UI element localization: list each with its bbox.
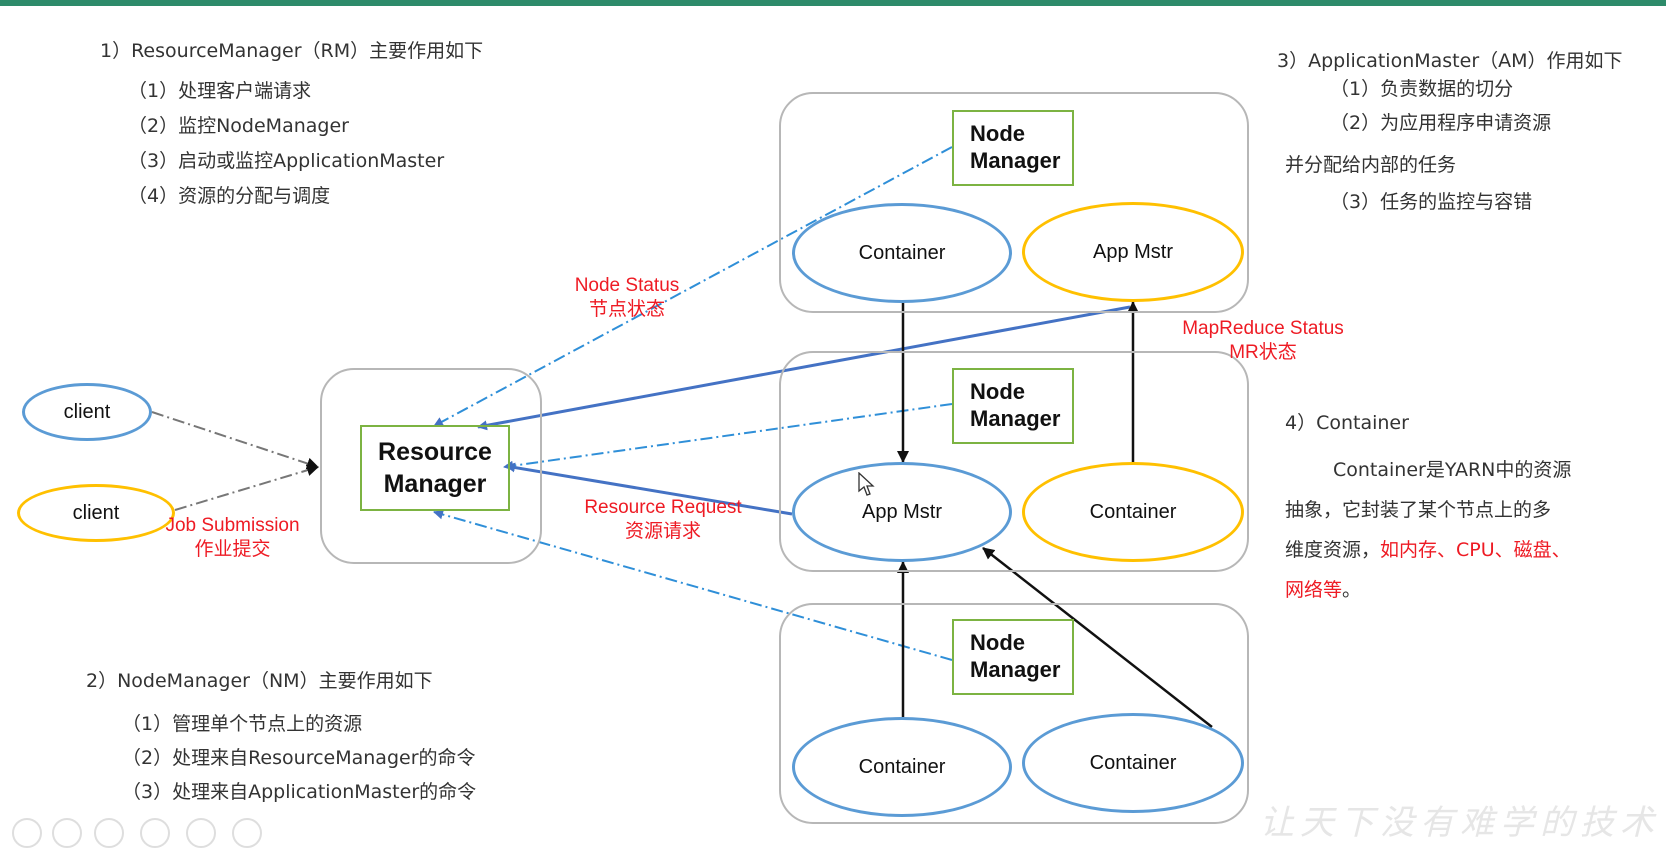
container-bottom-right: Container [1022, 713, 1244, 813]
rm-item-2: （2）监控NodeManager [128, 115, 349, 137]
container-top-left: Container [792, 203, 1012, 303]
am-item-2-cont: 并分配给内部的任务 [1285, 154, 1457, 176]
client1-to-rm-arrow [151, 411, 319, 470]
am-item-2: （2）为应用程序申请资源 [1330, 112, 1552, 134]
resource-request-arrow [505, 462, 793, 516]
toolbar-circle-6 [232, 818, 262, 848]
resource-manager-box: Resource Manager [360, 425, 510, 511]
container-bottom-left: Container [792, 717, 1012, 817]
resource-manager-group [320, 368, 542, 564]
toolbar-circle-1 [12, 818, 42, 848]
container-line-3: 维度资源，如内存、CPU、磁盘、 [1285, 535, 1571, 562]
node-status-label: Node Status 节点状态 [552, 274, 702, 322]
node-manager-middle: Node Manager [952, 368, 1074, 444]
nm-item-3: （3）处理来自ApplicationMaster的命令 [122, 781, 477, 803]
nm-item-2: （2）处理来自ResourceManager的命令 [122, 747, 476, 769]
container-line-3-red: 如内存、CPU、磁盘、 [1380, 539, 1571, 561]
mr-status-en: MapReduce Status [1182, 318, 1344, 339]
am-item-1: （1）负责数据的切分 [1330, 78, 1514, 100]
nm-middle-line1: Node [970, 379, 1025, 404]
node-manager-top: Node Manager [952, 110, 1074, 186]
nm-section-title: 2）NodeManager（NM）主要作用如下 [86, 670, 433, 692]
node-group-middle [779, 351, 1249, 572]
app-mstr-top: App Mstr [1022, 202, 1244, 302]
nm2-to-rm-arrow [503, 403, 953, 471]
nm-bottom-line1: Node [970, 630, 1025, 655]
resource-request-cn: 资源请求 [624, 521, 701, 542]
container-line-2: 抽象，它封装了某个节点上的多 [1285, 499, 1552, 521]
job-submission-en: Job Submission [165, 515, 300, 536]
rm-item-1: （1）处理客户端请求 [128, 80, 312, 102]
mr-status-label: MapReduce Status MR状态 [1158, 317, 1368, 365]
rm-label-line2: Manager [383, 470, 487, 498]
node-manager-bottom: Node Manager [952, 619, 1074, 695]
nm-item-1: （1）管理单个节点上的资源 [122, 713, 363, 735]
node-group-top [779, 92, 1249, 313]
am-item-3: （3）任务的监控与容错 [1330, 191, 1533, 213]
app-mstr-middle: App Mstr [792, 462, 1012, 562]
container-line-4-red: 网络等 [1285, 579, 1343, 601]
nm-top-line1: Node [970, 121, 1025, 146]
mouse-cursor-icon [858, 472, 875, 496]
client-ellipse-2: client [17, 484, 175, 542]
top-accent-bar [0, 0, 1666, 6]
toolbar-circle-3 [94, 818, 124, 848]
node-status-cn: 节点状态 [588, 299, 665, 320]
client-ellipse-1: client [22, 383, 152, 441]
container-middle-right: Container [1022, 462, 1244, 562]
nm-bottom-line2: Manager [970, 657, 1061, 682]
container-section-title: 4）Container [1285, 412, 1409, 434]
am-section-title: 3）ApplicationMaster（AM）作用如下 [1277, 50, 1623, 72]
resource-request-label: Resource Request 资源请求 [563, 496, 763, 544]
rm-item-3: （3）启动或监控ApplicationMaster [128, 150, 445, 172]
mr-status-cn: MR状态 [1229, 342, 1297, 363]
toolbar-circle-2 [52, 818, 82, 848]
rm-label-line1: Resource [378, 438, 492, 466]
nm-top-line2: Manager [970, 148, 1061, 173]
container-line-1: Container是YARN中的资源 [1333, 459, 1572, 481]
nm-middle-line2: Manager [970, 406, 1061, 431]
client2-to-rm-arrow [174, 464, 319, 511]
resource-request-en: Resource Request [584, 497, 742, 518]
container-line-3-black: 维度资源， [1285, 539, 1381, 561]
rm-item-4: （4）资源的分配与调度 [128, 185, 331, 207]
toolbar-circle-4 [140, 818, 170, 848]
watermark: 让天下没有难学的技术 [1260, 803, 1660, 843]
node-status-en: Node Status [574, 275, 680, 296]
bottom-right-container-to-appmstr-arrow [982, 547, 1213, 728]
node-group-bottom [779, 603, 1249, 824]
rm-section-title: 1）ResourceManager（RM）主要作用如下 [100, 40, 484, 62]
toolbar-circle-5 [186, 818, 216, 848]
job-submission-label: Job Submission 作业提交 [145, 514, 320, 562]
container-line-4-end: 。 [1342, 579, 1362, 601]
job-submission-cn: 作业提交 [194, 539, 271, 560]
container-line-4: 网络等。 [1285, 575, 1361, 602]
